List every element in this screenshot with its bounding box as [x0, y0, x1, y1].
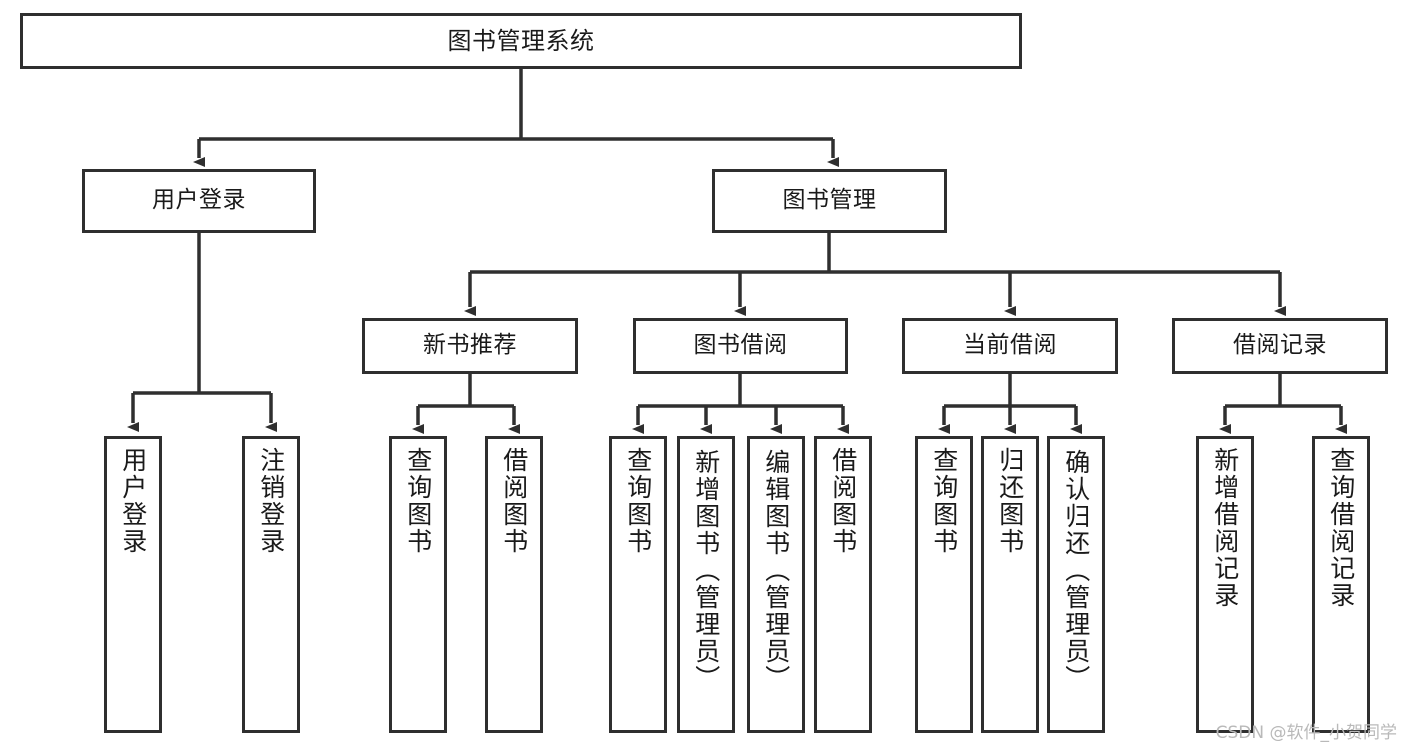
leaf-user-login[interactable]: 用户登录: [104, 436, 162, 733]
node-book-management-label: 图书管理: [782, 187, 877, 214]
leaf-add-borrow-record-label: 新增借阅记录: [1210, 447, 1240, 609]
leaf-query-book-new-label: 查询图书: [403, 447, 433, 555]
leaf-query-borrow-record-label: 查询借阅记录: [1326, 447, 1356, 609]
leaf-query-book-borrow-label: 查询图书: [623, 447, 653, 555]
node-book-borrow[interactable]: 图书借阅: [633, 318, 848, 374]
leaf-confirm-return-label: 确认归还（管理员）: [1061, 449, 1091, 692]
leaf-edit-book-label: 编辑图书（管理员）: [761, 449, 791, 692]
leaf-query-borrow-record[interactable]: 查询借阅记录: [1312, 436, 1370, 733]
node-current-borrow[interactable]: 当前借阅: [902, 318, 1118, 374]
leaf-user-logout-label: 注销登录: [256, 447, 286, 555]
leaf-borrow-book-label: 借阅图书: [828, 447, 858, 555]
leaf-borrow-book-new-label: 借阅图书: [499, 447, 529, 555]
node-new-book-recommend-label: 新书推荐: [423, 332, 517, 359]
leaf-query-book-new[interactable]: 查询图书: [389, 436, 447, 733]
leaf-edit-book[interactable]: 编辑图书（管理员）: [747, 436, 805, 733]
leaf-return-book-label: 归还图书: [995, 447, 1025, 555]
node-current-borrow-label: 当前借阅: [963, 332, 1057, 359]
node-root-label: 图书管理系统: [447, 26, 595, 55]
node-book-borrow-label: 图书借阅: [693, 332, 788, 359]
leaf-borrow-book-new[interactable]: 借阅图书: [485, 436, 543, 733]
node-user-login-label: 用户登录: [152, 187, 246, 214]
leaf-query-book-current[interactable]: 查询图书: [915, 436, 973, 733]
leaf-confirm-return[interactable]: 确认归还（管理员）: [1047, 436, 1105, 733]
leaf-query-book-borrow[interactable]: 查询图书: [609, 436, 667, 733]
leaf-user-logout[interactable]: 注销登录: [242, 436, 300, 733]
leaf-return-book[interactable]: 归还图书: [981, 436, 1039, 733]
node-book-management[interactable]: 图书管理: [712, 169, 947, 233]
node-new-book-recommend[interactable]: 新书推荐: [362, 318, 578, 374]
node-root[interactable]: 图书管理系统: [20, 13, 1022, 69]
node-borrow-records[interactable]: 借阅记录: [1172, 318, 1388, 374]
leaf-borrow-book[interactable]: 借阅图书: [814, 436, 872, 733]
leaf-query-book-current-label: 查询图书: [929, 447, 959, 555]
leaf-user-login-label: 用户登录: [118, 447, 148, 555]
csdn-watermark: CSDN @软件_小贺同学: [1215, 723, 1397, 743]
leaf-add-book[interactable]: 新增图书（管理员）: [677, 436, 735, 733]
leaf-add-borrow-record[interactable]: 新增借阅记录: [1196, 436, 1254, 733]
node-user-login[interactable]: 用户登录: [82, 169, 316, 233]
leaf-add-book-label: 新增图书（管理员）: [691, 449, 721, 692]
node-borrow-records-label: 借阅记录: [1233, 332, 1327, 359]
